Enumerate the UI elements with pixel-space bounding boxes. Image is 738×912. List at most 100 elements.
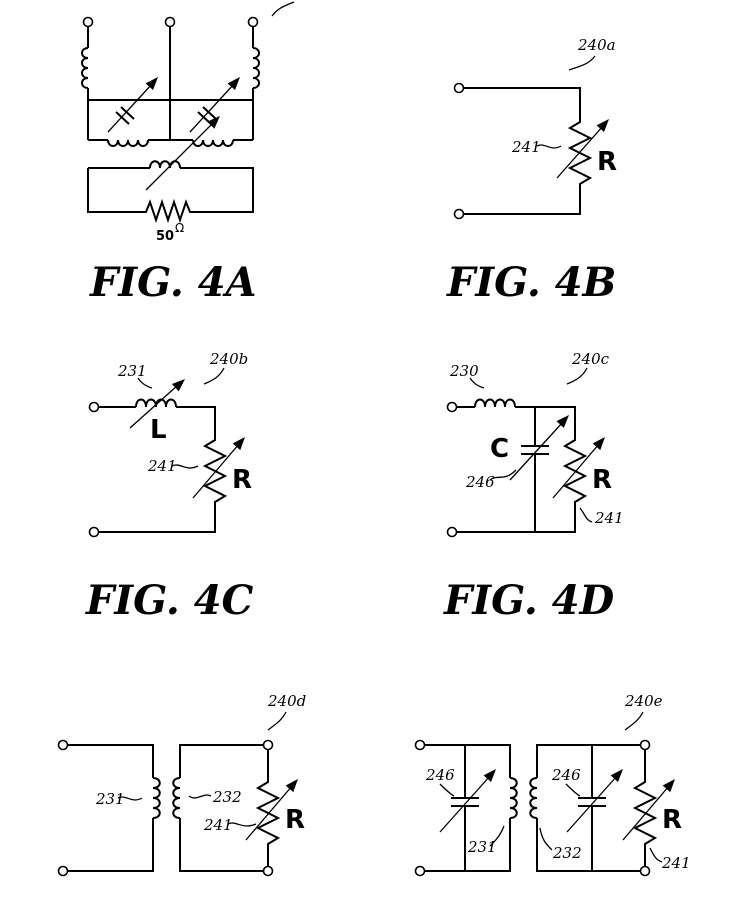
inductor-coil [474, 398, 516, 408]
capacitor-plates [115, 106, 135, 125]
leader-line [536, 144, 562, 149]
figure-caption: FIG. 4A [89, 259, 257, 306]
reference-numeral: 246 [465, 473, 495, 491]
terminal [57, 739, 69, 751]
fig-4d-circuit: 240c 230 C 246 R 241 FIG. 4D [443, 350, 624, 624]
figure-caption: FIG. 4D [443, 577, 615, 624]
terminal [164, 16, 176, 28]
capacitor-symbol: C [490, 434, 509, 464]
leader-line [117, 796, 143, 801]
leader-line [489, 469, 517, 481]
leader-line [539, 827, 553, 851]
reference-numeral: 241 [147, 457, 177, 475]
terminal [88, 526, 100, 538]
reference-numeral: 231 [117, 362, 147, 380]
inductor-coil [81, 47, 89, 89]
inductor-coil [509, 777, 518, 819]
variable-arrow [129, 384, 179, 429]
figure-caption: FIG. 4B [446, 259, 616, 306]
reference-numeral: 232 [552, 844, 582, 862]
leader-line [271, 1, 295, 17]
leader-line [227, 822, 257, 827]
leader-line [137, 377, 153, 389]
variable-arrow [245, 785, 293, 841]
terminal [446, 526, 458, 538]
inductor-coil [107, 139, 149, 147]
terminal [247, 16, 259, 28]
leader-line [579, 507, 593, 523]
terminal [446, 401, 458, 413]
leader-line [439, 783, 455, 797]
leader-line [171, 464, 199, 469]
resistor [464, 87, 593, 215]
leader-line [489, 825, 505, 847]
variable-arrow [189, 83, 235, 133]
fig-4a-circuit: 50 Ω FIG. 4A [81, 1, 295, 306]
variable-arrow [145, 121, 215, 191]
terminal [414, 865, 426, 877]
terminal [82, 16, 94, 28]
resistor-value: 50 [156, 229, 174, 244]
terminal [88, 401, 100, 413]
terminal [262, 739, 274, 751]
reference-numeral: 241 [661, 854, 691, 872]
leader-line [568, 55, 596, 71]
fig-4b-circuit: 240a 241 R FIG. 4B [446, 36, 617, 306]
variable-arrow [622, 785, 670, 841]
terminal [639, 865, 651, 877]
leader-line [624, 711, 644, 731]
reference-numeral: 231 [467, 838, 497, 856]
reference-numeral: 241 [511, 138, 541, 156]
resistor-symbol: R [597, 147, 617, 177]
resistor-symbol: R [662, 805, 682, 835]
reference-numeral: 241 [203, 816, 233, 834]
leader-line [649, 847, 663, 863]
fig-4c-circuit: 240b 231 L 241 R FIG. 4C [85, 350, 254, 624]
reference-numeral: 231 [95, 790, 125, 808]
resistor-symbol: R [592, 465, 612, 495]
leader-line [188, 794, 212, 799]
terminal [262, 865, 274, 877]
reference-numeral: 240d [267, 692, 306, 710]
fig-4f-circuit: 240e 246 246 231 232 R 241 [414, 692, 691, 877]
inductor-coil [172, 777, 181, 819]
reference-numeral: 240a [577, 36, 616, 54]
leader-line [565, 783, 581, 797]
inductor-coil [252, 47, 260, 89]
resistor [255, 750, 281, 866]
resistor [99, 406, 228, 533]
terminal [453, 208, 465, 220]
reference-numeral: 246 [551, 766, 581, 784]
leader-line [566, 367, 588, 385]
capacitor [578, 745, 606, 871]
resistor-symbol: R [285, 805, 305, 835]
leader-line [267, 711, 287, 731]
inductor-coil [135, 398, 177, 408]
inductor-coil [529, 777, 538, 819]
terminal [639, 739, 651, 751]
leader-line [203, 367, 225, 385]
resistor [457, 406, 588, 533]
terminal [57, 865, 69, 877]
inductor-coil [152, 777, 161, 819]
reference-numeral: 240b [209, 350, 248, 368]
reference-numeral: 232 [212, 788, 242, 806]
variable-arrow [556, 125, 604, 179]
inductor-coil [149, 160, 181, 169]
reference-numeral: 240c [571, 350, 610, 368]
terminal [453, 82, 465, 94]
inductor-symbol: L [150, 415, 167, 445]
ohm-symbol: Ω [175, 221, 184, 235]
reference-numeral: 230 [449, 362, 479, 380]
capacitor [451, 745, 479, 871]
leader-line [469, 377, 485, 389]
variable-arrow [509, 421, 564, 481]
variable-arrow [192, 443, 240, 499]
resistor-symbol: R [232, 465, 252, 495]
inductor-coil [192, 139, 234, 147]
variable-arrow [439, 775, 491, 833]
fig-4e-circuit: 240d 231 232 241 R [57, 692, 306, 877]
figure-caption: FIG. 4C [85, 577, 254, 624]
